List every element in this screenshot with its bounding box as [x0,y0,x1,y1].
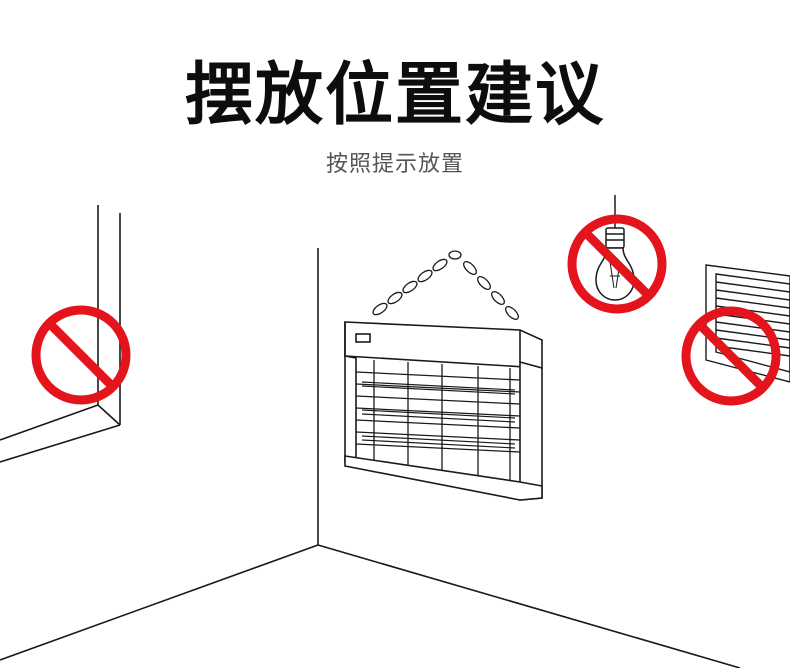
page-subtitle: 按照提示放置 [325,152,464,177]
bug-zapper-icon [344,250,543,501]
room-lines [0,248,741,668]
light-bulb-icon [595,195,635,301]
hanging-chain [372,250,519,320]
page-title: 摆放位置建议 [184,56,605,135]
no-sign-icon [31,305,131,405]
no-sign-icon [567,214,667,314]
no-sign-icon [681,306,781,406]
